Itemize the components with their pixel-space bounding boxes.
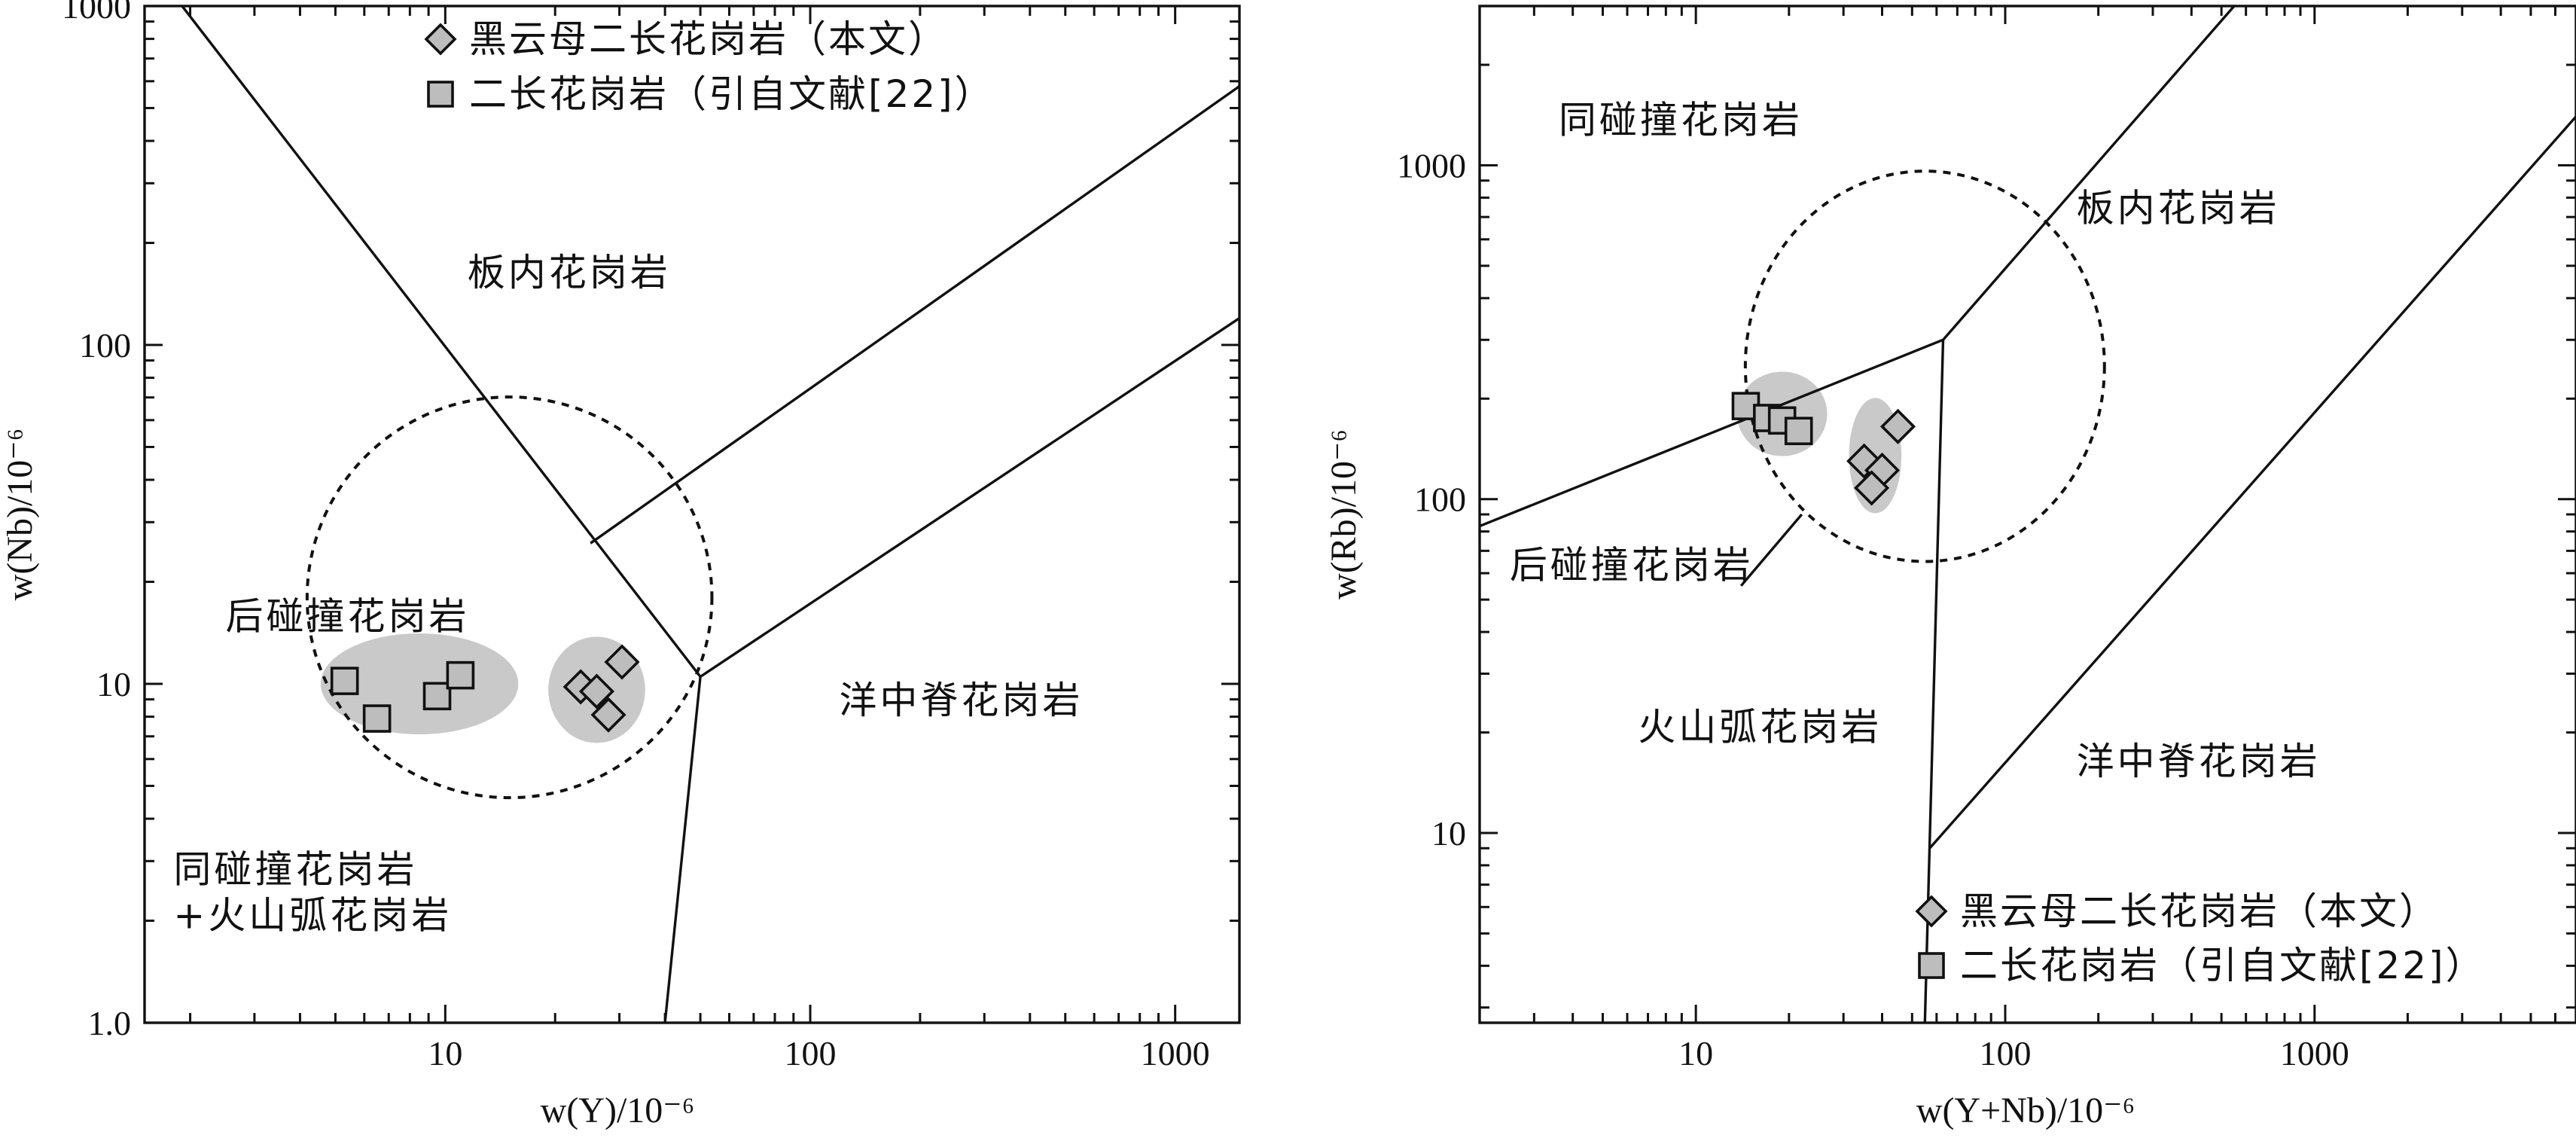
square-point-3	[1784, 416, 1813, 446]
y-tick-label: 100	[79, 326, 131, 365]
field-label-4: 洋中脊花岗岩	[2077, 740, 2321, 783]
x-axis-title: w(Y)/10⁻⁶	[541, 1091, 695, 1130]
x-tick-label: 1000	[2280, 1034, 2349, 1072]
diamond-point-2	[1879, 408, 1916, 444]
x-tick-label: 1000	[1141, 1034, 1210, 1072]
y-axis-title: w(Nb)/10⁻⁶	[0, 429, 40, 601]
axis-frame	[143, 5, 1241, 1024]
y-tick-label: 1000	[62, 0, 131, 26]
plot-area	[181, 6, 1239, 1023]
square-point-2	[422, 682, 452, 711]
plot-area	[1480, 6, 2576, 1023]
diamond-point-2	[590, 697, 626, 733]
y-tick-label: 100	[1414, 481, 1466, 519]
field-label-0: 同碰撞花岗岩	[1559, 99, 1803, 142]
y-axis-title: w(Rb)/10⁻⁶	[1324, 429, 1364, 600]
field-label-1: 后碰撞花岗岩	[226, 594, 470, 638]
field-label-4: +火山弧花岗岩	[173, 894, 452, 938]
field-boundary-1	[1942, 6, 2236, 341]
square-point-3	[446, 661, 475, 690]
legend-square-icon	[1918, 952, 1945, 979]
diamond-point-1	[578, 673, 614, 709]
x-tick-label: 10	[428, 1034, 462, 1072]
field-label-1: 板内花岗岩	[2077, 187, 2280, 230]
legend-label-1: 二长花岗岩（引自文献[22]）	[469, 72, 995, 116]
square-point-1	[362, 704, 392, 733]
x-tick-label: 10	[1678, 1034, 1713, 1072]
axis-frame	[1478, 5, 2576, 1024]
field-label-2: 后碰撞花岗岩	[1510, 544, 1754, 587]
y-tick-label: 10	[96, 665, 131, 703]
square-point-0	[330, 667, 359, 695]
x-axis-title: w(Y+Nb)/10⁻⁶	[1916, 1091, 2135, 1130]
legend-square-icon	[427, 81, 454, 108]
field-label-3: 同碰撞花岗岩	[173, 847, 417, 891]
y-tick-label: 1.0	[88, 1004, 132, 1042]
legend-diamond-icon	[1915, 895, 1948, 928]
field-boundary-2	[1928, 115, 2576, 850]
legend-label-1: 二长花岗岩（引自文献[22]）	[1960, 944, 2486, 987]
field-boundary-1	[700, 316, 1239, 678]
diamond-point-3	[604, 644, 640, 680]
x-tick-label: 100	[1979, 1034, 2031, 1072]
y-tick-label: 10	[1431, 814, 1466, 853]
legend-label-0: 黑云母二长花岗岩（本文）	[469, 17, 948, 61]
dashed-circle	[1743, 169, 2106, 563]
field-boundary-2	[590, 85, 1239, 545]
x-tick-label: 100	[784, 1034, 836, 1072]
legend-diamond-icon	[424, 23, 457, 56]
legend-label-0: 黑云母二长花岗岩（本文）	[1960, 889, 2439, 933]
field-boundary-3	[1739, 513, 1803, 587]
y-tick-label: 1000	[1397, 146, 1466, 185]
field-label-0: 板内花岗岩	[468, 251, 671, 294]
field-label-3: 火山弧花岗岩	[1638, 705, 1882, 749]
field-label-2: 洋中脊花岗岩	[839, 679, 1083, 722]
diamond-point-3	[1854, 470, 1890, 506]
dashed-circle	[305, 395, 714, 800]
